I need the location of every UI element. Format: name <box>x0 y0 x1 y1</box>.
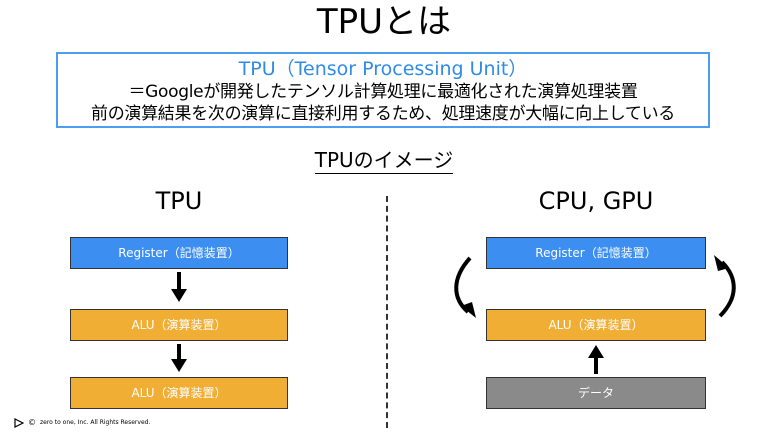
cpu-data-box: データ <box>486 377 706 409</box>
column-divider <box>386 196 388 428</box>
curved-arrow-down-icon <box>454 256 476 318</box>
down-arrow-icon <box>171 344 187 372</box>
tpu-register-box: Register（記憶装置） <box>70 237 288 269</box>
footer: © zero to one, Inc. All Rights Reserved. <box>14 418 150 428</box>
logo-icon <box>14 418 24 428</box>
down-arrow-icon <box>171 272 187 302</box>
definition-line-1: ＝Googleが開発したテンソル計算処理に最適化された演算処理装置 <box>128 82 638 102</box>
copyright-symbol: © <box>28 418 36 427</box>
definition-line-2: 前の演算結果を次の演算に直接利用するため、処理速度が大幅に向上している <box>91 104 675 124</box>
tpu-alu-box-1: ALU（演算装置） <box>70 309 288 341</box>
image-heading-text: TPUのイメージ <box>314 148 454 174</box>
cpu-register-box: Register（記憶装置） <box>486 237 706 269</box>
image-heading: TPUのイメージ <box>0 147 768 174</box>
curved-arrow-up-icon <box>714 255 736 318</box>
cpu-gpu-heading: CPU, GPU <box>538 187 654 215</box>
tpu-heading: TPU <box>155 187 203 215</box>
definition-heading: TPU（Tensor Processing Unit） <box>238 58 528 80</box>
footer-text: zero to one, Inc. All Rights Reserved. <box>40 419 151 426</box>
tpu-alu-box-2: ALU（演算装置） <box>70 377 288 409</box>
page-title: TPUとは <box>316 2 452 42</box>
cpu-alu-box: ALU（演算装置） <box>486 309 706 341</box>
up-arrow-icon <box>588 345 604 374</box>
definition-box: TPU（Tensor Processing Unit） ＝Googleが開発した… <box>56 52 710 128</box>
